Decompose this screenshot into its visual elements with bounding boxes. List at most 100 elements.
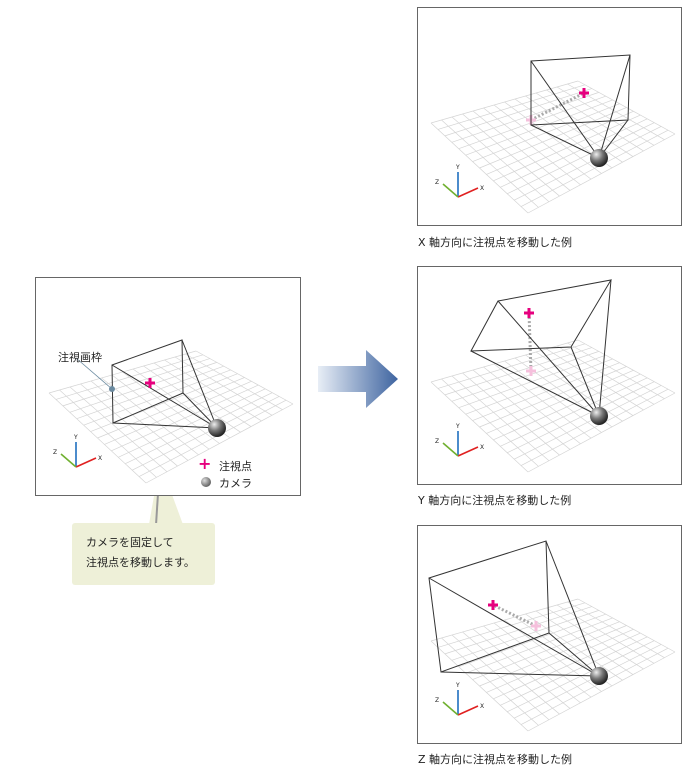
y-move-scene: Y X Z [430,279,676,473]
grid-line [527,133,676,214]
axis-x-label: X [480,444,484,451]
grid-line [535,92,634,157]
frustum-edge [530,124,600,159]
x-move-scene: YXZ [430,54,676,214]
axis-x-label: X [480,703,484,710]
camera-sphere-icon [208,419,226,437]
frustum-edge [598,279,612,417]
axis-gizmo: Y X Z [435,682,484,716]
grid-line [500,636,648,706]
floor-grid [430,598,676,732]
axis-x-arrow [457,446,479,457]
frustum-edge [598,54,631,159]
grid-line [153,362,252,427]
grid-line [479,625,627,687]
axis-z-label: Z [435,179,439,186]
movement-path [530,91,585,122]
callout-line-2: 注視点を移動します。 [86,556,195,569]
grid-line [131,396,280,471]
frame-label-leader [75,357,113,390]
axis-z-label: Z [53,449,57,456]
grid-line [143,365,241,433]
grid-line [513,126,662,201]
axis-x-arrow [75,457,97,468]
axis-x-label: X [98,455,102,462]
grid-line [493,373,641,441]
original-target-icon [526,366,536,376]
axis-gizmo: Y X Z [53,434,102,468]
frustum-edge [181,339,218,429]
example-y-panel: Y X Z [417,266,682,485]
grid-line [195,350,294,405]
frustum-edge [111,364,218,429]
grid-line [520,388,669,466]
grid-line [546,89,644,152]
grid-line [185,353,283,410]
grid-line [546,348,644,411]
grid-line [97,377,245,439]
grid-line [145,403,294,484]
axis-z-label: Z [435,697,439,704]
floor-grid [430,80,676,214]
axis-y-label: Y [455,423,460,430]
grid-line [493,114,641,182]
axis-y-label: Y [73,434,78,441]
grid-line [118,388,266,458]
target-cross-icon [524,308,534,318]
axis-y-label: Y [455,682,460,689]
target-cross-icon [488,600,498,610]
z-move-scene: Y X Z [428,540,676,732]
grid-line [479,107,627,169]
frustum-edge [530,60,600,159]
grid-line [525,613,623,681]
grid-line [507,640,655,713]
grid-line [527,651,676,732]
grid-line [535,610,634,675]
axis-gizmo: YXZ [435,164,484,198]
frustum-edge [570,346,600,417]
floor-grid [48,350,294,484]
grid-line [513,385,662,460]
grid-line [500,377,648,447]
grid-line [525,95,623,163]
frustum-edge [545,540,600,677]
grid-line [174,356,273,416]
grid-line [125,392,273,465]
grid-line [486,110,634,175]
grid-line [513,644,662,719]
frustum-edge [428,577,600,677]
callout-box: カメラを固定して 注視点を移動します。 [72,523,215,585]
axis-x-label: X [480,185,484,192]
grid-line [567,342,665,399]
example-y-caption: Y 軸方向に注視点を移動した例 [418,494,572,507]
camera-legend-icon [201,477,211,487]
target-legend-icon: + [198,454,212,473]
axis-x-arrow [457,187,479,198]
frustum-edge [112,422,218,429]
main-scene: Y X Z [48,339,294,484]
axis-z-arrow [442,183,459,198]
grid-line [486,628,634,693]
grid-line [500,118,648,188]
axis-x-arrow [457,705,479,716]
original-target-icon [531,621,541,631]
grid-line [507,381,655,454]
frustum-edge [470,350,600,417]
grid-line [111,384,259,452]
grid-line [577,598,676,653]
grid-line [556,86,655,146]
grid-line [567,601,665,658]
camera-sphere-icon [590,407,608,425]
callout-line-1: カメラを固定して [86,536,174,549]
grid-line [577,80,676,135]
grid-line [493,632,641,700]
example-z-panel: Y X Z [417,525,682,744]
grid-line [556,345,655,405]
frustum-edge [497,300,600,417]
grid-line [507,122,655,195]
grid-line [164,359,262,422]
frustum-edge [440,671,600,677]
axis-z-label: Z [435,438,439,445]
grid-line [486,369,634,434]
